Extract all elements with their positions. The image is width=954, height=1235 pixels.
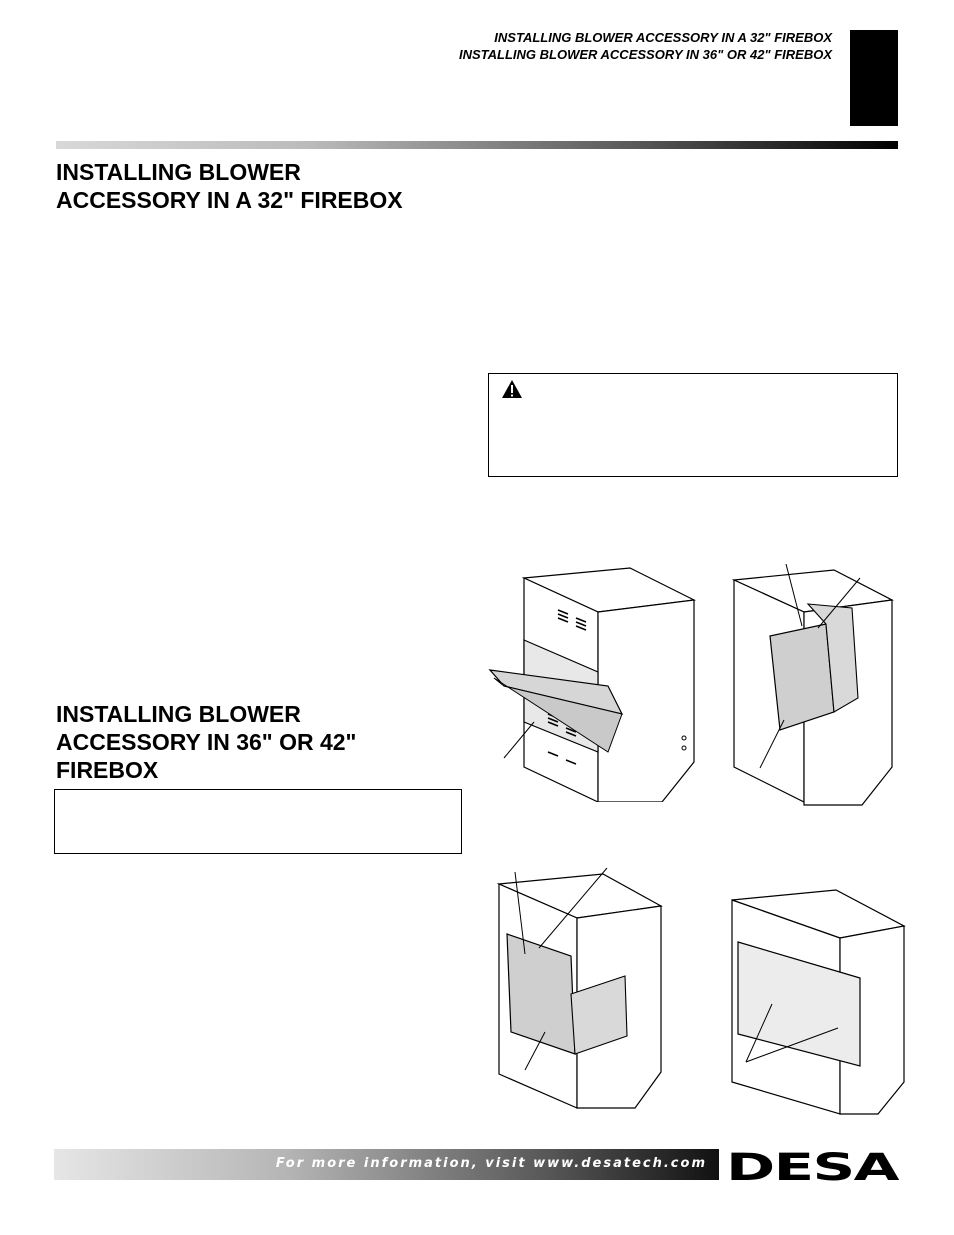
- figure-36-42-firebox-louver-panel: [731, 889, 906, 1115]
- section-title-36-42-firebox: INSTALLING BLOWER ACCESSORY IN 36" OR 42…: [56, 700, 476, 784]
- header-rule: [56, 141, 898, 149]
- desa-logo: DESA: [726, 1149, 900, 1183]
- warning-triangle-icon: [502, 380, 522, 398]
- running-header-line-1: INSTALLING BLOWER ACCESSORY IN A 32" FIR…: [494, 30, 832, 45]
- footer-info-text: For more information, visit www.desatech…: [275, 1156, 707, 1171]
- section-title-line: FIREBOX: [56, 757, 159, 783]
- section-title-line: ACCESSORY IN 36" OR 42": [56, 729, 357, 755]
- section-title-32-firebox: INSTALLING BLOWER ACCESSORY IN A 32" FIR…: [56, 158, 476, 214]
- section-tab: [850, 30, 898, 126]
- figure-36-42-firebox-brick-panels: [496, 867, 663, 1109]
- section-title-line: INSTALLING BLOWER: [56, 701, 301, 727]
- warning-box: [488, 373, 898, 477]
- running-header: INSTALLING BLOWER ACCESSORY IN A 32" FIR…: [459, 29, 832, 63]
- footer-banner: For more information, visit www.desatech…: [54, 1149, 719, 1180]
- notice-box: [54, 789, 462, 854]
- figure-32-firebox-brick-panels: [731, 563, 894, 806]
- figure-32-firebox-panel-removal: [488, 567, 697, 802]
- logo-wordmark: DESA: [726, 1149, 900, 1183]
- running-header-line-2: INSTALLING BLOWER ACCESSORY IN 36" OR 42…: [458, 47, 832, 62]
- section-title-line: ACCESSORY IN A 32" FIREBOX: [56, 187, 403, 213]
- section-title-line: INSTALLING BLOWER: [56, 159, 301, 185]
